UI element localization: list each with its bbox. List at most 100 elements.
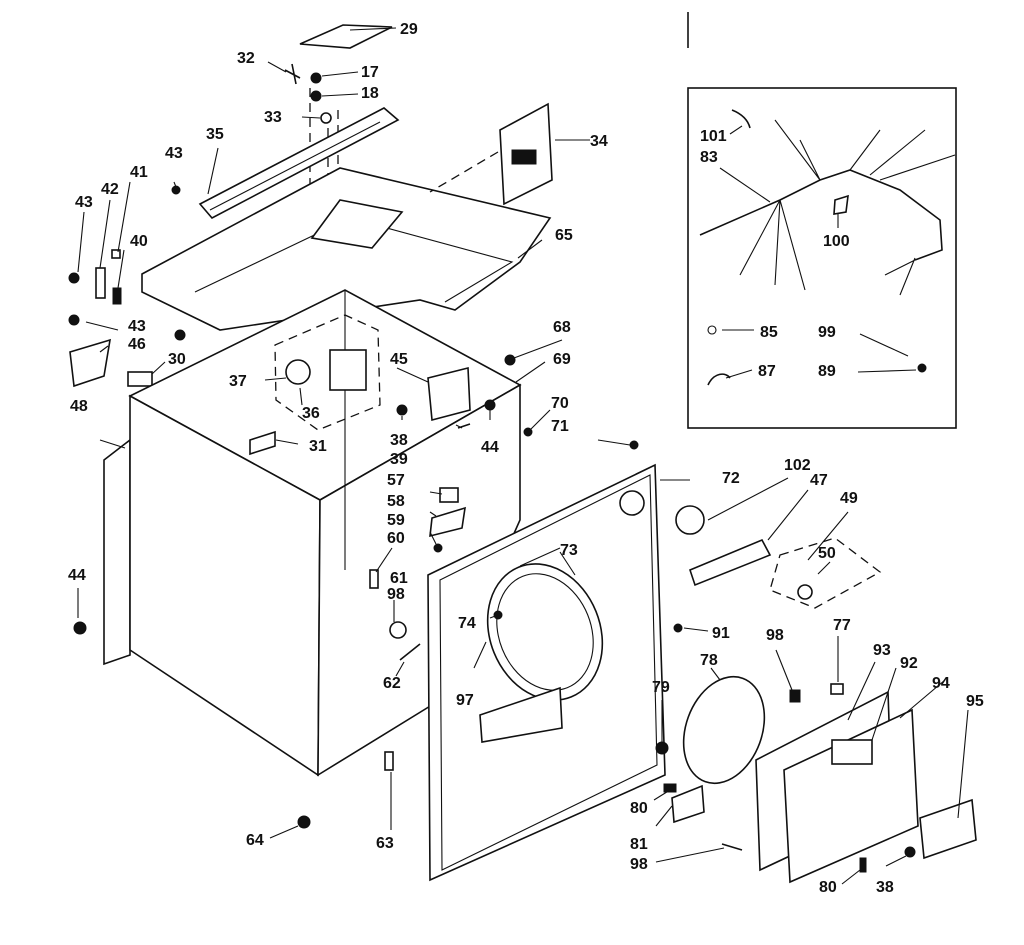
part-44-screw xyxy=(484,399,496,411)
callout-31: 31 xyxy=(309,438,327,455)
callout-58: 58 xyxy=(387,493,405,510)
callout-69: 69 xyxy=(553,351,571,368)
part-40-spring xyxy=(112,287,122,305)
callout-29: 29 xyxy=(400,21,418,38)
part-102-lamp xyxy=(675,505,705,535)
callout-81: 81 xyxy=(630,836,648,853)
part-42-hinge xyxy=(95,267,106,299)
part-50-knob xyxy=(797,584,813,600)
part-41-clip xyxy=(111,249,121,259)
callout-80-right: 80 xyxy=(819,879,837,896)
callout-70: 70 xyxy=(551,395,569,412)
part-83-harness xyxy=(699,169,943,261)
callout-91: 91 xyxy=(712,625,730,642)
part-71-screw xyxy=(629,440,639,450)
part-65-top-panel xyxy=(141,167,552,331)
callout-95: 95 xyxy=(966,693,984,710)
part-37-switch xyxy=(329,349,367,391)
callout-18: 18 xyxy=(361,85,379,102)
part-38-nut xyxy=(396,404,408,416)
part-46-bracket xyxy=(69,338,112,388)
callout-43-mid: 43 xyxy=(128,318,146,335)
part-29-pad xyxy=(299,24,393,49)
part-81-hinge xyxy=(671,784,705,824)
callout-37: 37 xyxy=(229,373,247,390)
callout-102: 102 xyxy=(784,457,811,474)
front-panel-assembly xyxy=(427,463,977,884)
callout-50: 50 xyxy=(818,545,836,562)
callout-98-lower: 98 xyxy=(630,856,648,873)
callout-83: 83 xyxy=(700,149,718,166)
callout-17: 17 xyxy=(361,64,379,81)
part-30-latch xyxy=(127,371,153,387)
callout-48: 48 xyxy=(70,398,88,415)
part-68-bolt xyxy=(504,354,516,366)
callout-71: 71 xyxy=(551,418,569,435)
callout-49: 49 xyxy=(840,490,858,507)
part-100-connector xyxy=(833,194,849,215)
part-45-bracket xyxy=(427,366,471,422)
left-hardware xyxy=(68,185,186,388)
part-60-latch xyxy=(369,569,379,589)
part-32-clip xyxy=(284,63,301,85)
part-44-screw-left xyxy=(73,621,87,635)
part-33-stud xyxy=(320,112,332,124)
top-panel-opening xyxy=(310,199,404,249)
callout-101: 101 xyxy=(700,128,727,145)
callout-98-mid: 98 xyxy=(766,627,784,644)
callout-97: 97 xyxy=(456,692,474,709)
callout-87: 87 xyxy=(758,363,776,380)
part-91-screw xyxy=(673,623,683,633)
part-79-bumper xyxy=(655,741,669,755)
callout-39: 39 xyxy=(390,451,408,468)
callout-45: 45 xyxy=(390,351,408,368)
part-58-bracket xyxy=(429,506,466,538)
callout-57: 57 xyxy=(387,472,405,489)
part-43-screw xyxy=(68,272,80,284)
callout-93: 93 xyxy=(873,642,891,659)
part-35-trim-strip xyxy=(198,107,400,220)
callout-78: 78 xyxy=(700,652,718,669)
top-panel-assembly xyxy=(141,24,553,331)
part-36-motor xyxy=(285,359,311,385)
part-59-screw xyxy=(433,543,443,553)
part-87-clip xyxy=(707,373,731,386)
callout-74: 74 xyxy=(458,615,476,632)
callout-labels: 29 32 17 18 33 35 34 43 43 42 41 40 65 4… xyxy=(68,21,984,896)
part-62-pin xyxy=(399,643,421,661)
callout-100: 100 xyxy=(823,233,850,250)
part-63-clip xyxy=(384,751,394,771)
callout-34: 34 xyxy=(590,133,608,150)
callout-59: 59 xyxy=(387,512,405,529)
part-73-door-opening xyxy=(486,563,604,701)
part-77-clip xyxy=(830,683,844,695)
part-99-tie xyxy=(894,349,909,357)
part-31-bracket xyxy=(249,430,276,456)
part-94-outer-door xyxy=(783,708,919,884)
part-64-leg xyxy=(297,815,311,829)
callout-94: 94 xyxy=(932,675,950,692)
part-98-hinge-pin xyxy=(789,689,801,703)
callout-65: 65 xyxy=(555,227,573,244)
callout-92: 92 xyxy=(900,655,918,672)
callout-68: 68 xyxy=(553,319,571,336)
inset-frame xyxy=(687,87,957,429)
part-80-screw-door xyxy=(859,857,867,873)
callout-63: 63 xyxy=(376,835,394,852)
part-101-wire xyxy=(731,109,751,129)
callout-32: 32 xyxy=(237,50,255,67)
callout-85: 85 xyxy=(760,324,778,341)
callout-44-left: 44 xyxy=(68,567,86,584)
callout-72: 72 xyxy=(722,470,740,487)
part-57-clip xyxy=(439,487,459,503)
callout-35: 35 xyxy=(206,126,224,143)
callout-99: 99 xyxy=(818,324,836,341)
callout-36: 36 xyxy=(302,405,320,422)
callout-41: 41 xyxy=(130,164,148,181)
callout-79: 79 xyxy=(652,679,670,696)
callout-38-right: 38 xyxy=(876,879,894,896)
callout-89: 89 xyxy=(818,363,836,380)
part-89-nut xyxy=(917,363,927,373)
part-80-screw xyxy=(663,783,677,793)
leader-lines xyxy=(77,27,969,885)
